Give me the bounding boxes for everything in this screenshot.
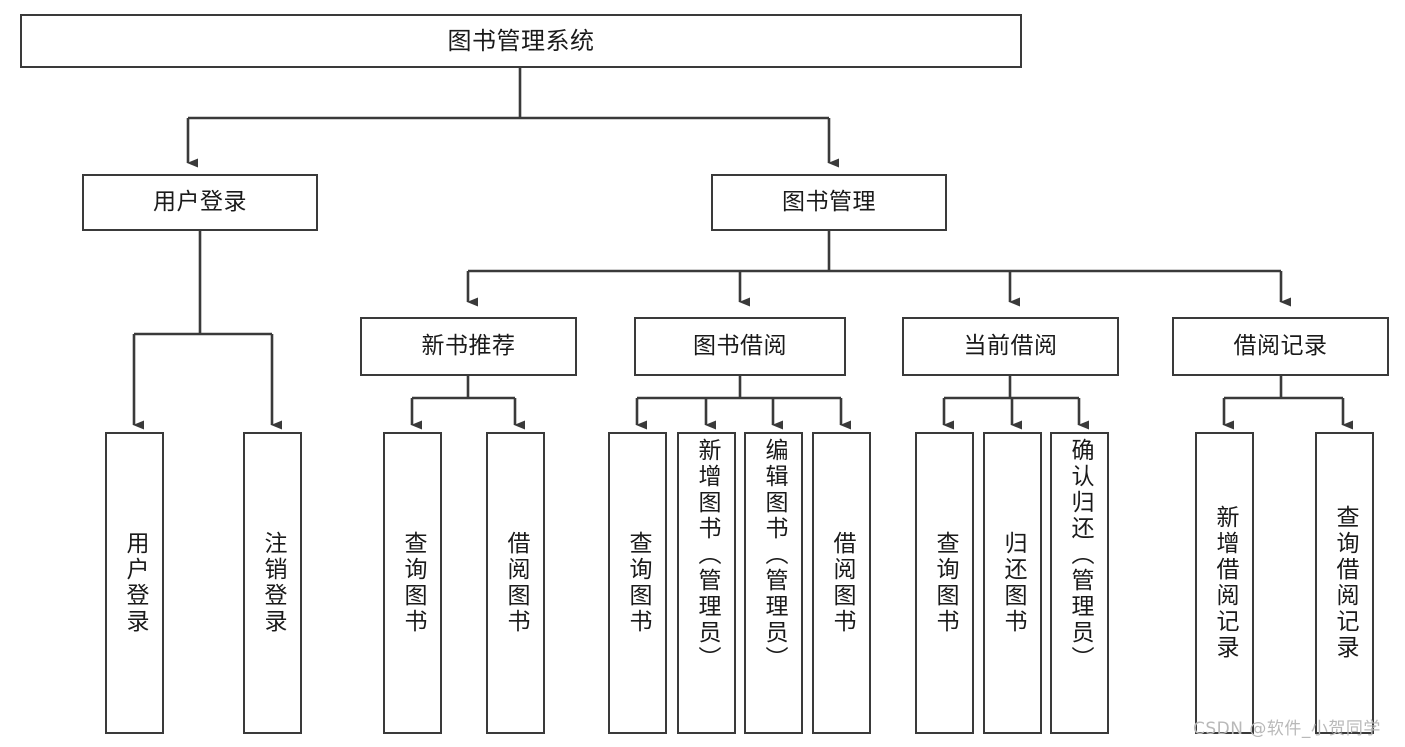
node-new-book-recommendation[interactable]: 新书推荐 xyxy=(360,317,577,376)
node-label: 查询图书 xyxy=(625,531,651,635)
node-label: 图书借阅 xyxy=(693,332,787,359)
node-label: 新书推荐 xyxy=(421,332,516,359)
leaf-user-login[interactable]: 用户登录 xyxy=(105,432,164,734)
node-current-borrowing[interactable]: 当前借阅 xyxy=(902,317,1119,376)
leaf-add-borrowing-record[interactable]: 新增借阅记录 xyxy=(1195,432,1254,734)
leaf-logout[interactable]: 注销登录 xyxy=(243,432,302,734)
node-label: 图书管理 xyxy=(782,188,876,215)
leaf-add-book-admin[interactable]: 新增图书（管理员） xyxy=(677,432,736,734)
node-label: 查询借阅记录 xyxy=(1332,505,1358,661)
node-label: 当前借阅 xyxy=(963,332,1058,359)
csdn-watermark: CSDN @软件_小贺同学 xyxy=(1193,719,1381,739)
node-root-book-management-system[interactable]: 图书管理系统 xyxy=(20,14,1022,68)
node-label: 编辑图书（管理员） xyxy=(761,438,787,672)
node-label: 借阅图书 xyxy=(503,531,529,635)
node-label: 用户登录 xyxy=(153,188,247,215)
leaf-return-book[interactable]: 归还图书 xyxy=(983,432,1042,734)
node-label: 归还图书 xyxy=(1000,531,1026,635)
node-user-login[interactable]: 用户登录 xyxy=(82,174,318,231)
leaf-confirm-return-admin[interactable]: 确认归还（管理员） xyxy=(1050,432,1109,734)
node-book-management[interactable]: 图书管理 xyxy=(711,174,947,231)
leaf-borrow-book-recommendation[interactable]: 借阅图书 xyxy=(486,432,545,734)
node-label: 用户登录 xyxy=(122,531,148,635)
leaf-query-book-current[interactable]: 查询图书 xyxy=(915,432,974,734)
node-label: 借阅图书 xyxy=(829,531,855,635)
leaf-query-book-recommendation[interactable]: 查询图书 xyxy=(383,432,442,734)
node-label: 查询图书 xyxy=(400,531,426,635)
node-label: 注销登录 xyxy=(260,531,286,635)
leaf-borrow-book-borrowing[interactable]: 借阅图书 xyxy=(812,432,871,734)
leaf-query-book-borrowing[interactable]: 查询图书 xyxy=(608,432,667,734)
node-book-borrowing[interactable]: 图书借阅 xyxy=(634,317,846,376)
node-label: 图书管理系统 xyxy=(447,26,595,55)
node-label: 查询图书 xyxy=(932,531,958,635)
leaf-query-borrowing-record[interactable]: 查询借阅记录 xyxy=(1315,432,1374,734)
node-borrowing-record[interactable]: 借阅记录 xyxy=(1172,317,1389,376)
node-label: 确认归还（管理员） xyxy=(1067,438,1093,672)
node-label: 新增借阅记录 xyxy=(1212,505,1238,661)
node-label: 借阅记录 xyxy=(1233,332,1328,359)
leaf-edit-book-admin[interactable]: 编辑图书（管理员） xyxy=(744,432,803,734)
node-label: 新增图书（管理员） xyxy=(694,438,720,672)
